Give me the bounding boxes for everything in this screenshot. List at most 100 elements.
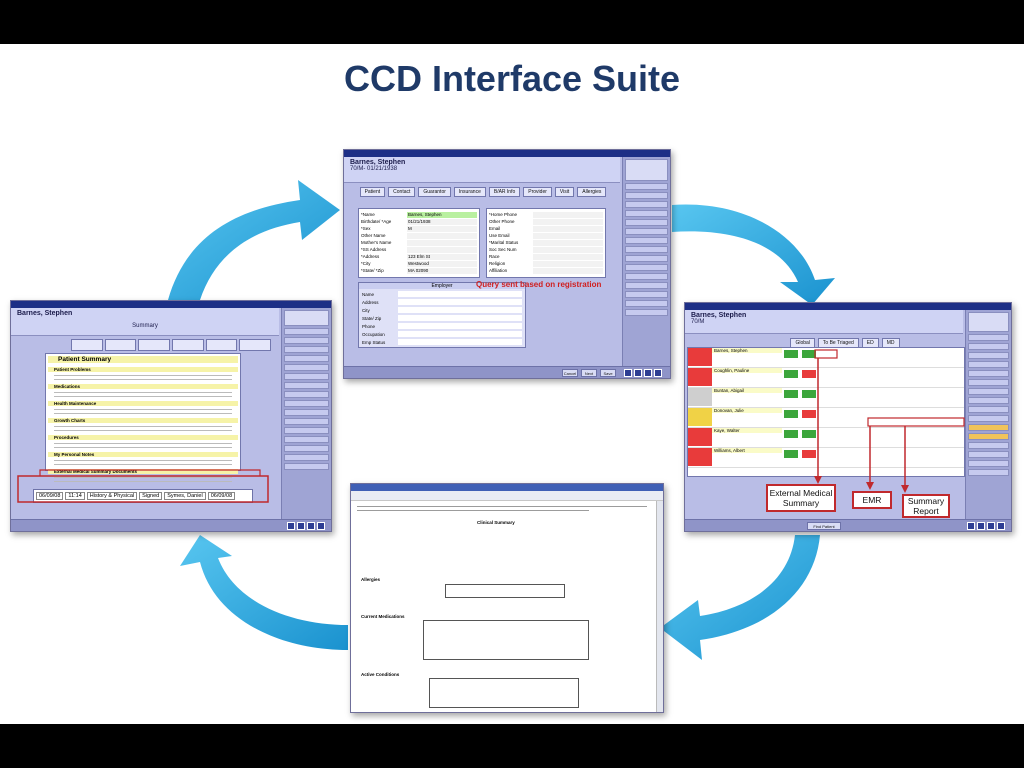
nav-square-icon[interactable] xyxy=(297,522,305,530)
folder-icon[interactable] xyxy=(284,310,329,326)
document-scrollbar[interactable] xyxy=(656,501,663,712)
nav-square-icon[interactable] xyxy=(644,369,652,377)
summary-section[interactable]: Growth Charts xyxy=(48,418,238,423)
tracking-row[interactable]: Williams, Albert xyxy=(688,448,964,468)
nav-square-icon[interactable] xyxy=(967,522,975,530)
side-nav-item[interactable] xyxy=(625,282,668,289)
side-nav-item[interactable] xyxy=(625,228,668,235)
summary-section[interactable]: Procedures xyxy=(48,435,238,440)
find-patient-button[interactable]: Find Patient xyxy=(807,522,841,530)
side-nav-item[interactable] xyxy=(968,469,1009,476)
tracking-row[interactable]: Coughlin, Pauline xyxy=(688,368,964,388)
form-value[interactable] xyxy=(533,239,603,246)
tracking-row[interactable]: Kaye, Walter xyxy=(688,428,964,448)
side-nav-item[interactable] xyxy=(284,400,329,407)
summary-tab[interactable] xyxy=(71,339,103,351)
side-nav-item[interactable] xyxy=(968,388,1009,395)
summary-section[interactable]: External Medical Summary Documents xyxy=(48,469,238,474)
form-value[interactable]: Barnes, Stephen xyxy=(407,211,477,218)
tab-visit[interactable]: Visit xyxy=(554,187,575,197)
side-nav-item[interactable] xyxy=(968,370,1009,377)
side-nav-item[interactable] xyxy=(968,451,1009,458)
side-nav-item[interactable] xyxy=(284,391,329,398)
side-nav-item[interactable] xyxy=(625,183,668,190)
tab-barinfo[interactable]: B/AR Info xyxy=(488,187,521,197)
side-nav-item[interactable] xyxy=(284,454,329,461)
employer-value[interactable] xyxy=(398,323,522,329)
summary-tab[interactable] xyxy=(172,339,204,351)
employer-value[interactable] xyxy=(398,315,522,321)
side-nav-item[interactable] xyxy=(625,273,668,280)
side-nav-item[interactable] xyxy=(284,463,329,470)
form-value[interactable]: 123 Elm St xyxy=(407,253,477,260)
nav-square-icon[interactable] xyxy=(317,522,325,530)
form-value[interactable]: 01/21/1938 xyxy=(407,218,477,225)
nav-square-icon[interactable] xyxy=(997,522,1005,530)
summary-tab[interactable] xyxy=(138,339,171,351)
side-nav-item[interactable] xyxy=(284,337,329,344)
side-nav-item[interactable] xyxy=(968,379,1009,386)
form-value[interactable] xyxy=(533,225,603,232)
side-nav-item[interactable] xyxy=(968,334,1009,341)
side-nav-item[interactable] xyxy=(968,397,1009,404)
form-value[interactable] xyxy=(407,239,477,246)
summary-section[interactable]: Health Maintenance xyxy=(48,401,238,406)
tab-patient[interactable]: Patient xyxy=(359,187,386,197)
side-nav-item[interactable] xyxy=(284,445,329,452)
side-nav-item[interactable] xyxy=(625,255,668,262)
side-nav-item[interactable] xyxy=(968,406,1009,413)
employer-value[interactable] xyxy=(398,331,522,337)
side-nav-item[interactable] xyxy=(968,415,1009,422)
summary-section[interactable]: Patient Problems xyxy=(48,367,238,372)
tracking-icon[interactable] xyxy=(625,159,668,181)
side-nav-item[interactable] xyxy=(284,364,329,371)
side-nav-item[interactable] xyxy=(968,442,1009,449)
tracking-row[interactable]: Barnes, Stephen xyxy=(688,348,964,368)
summary-tab[interactable] xyxy=(104,339,137,351)
side-nav-item[interactable] xyxy=(625,300,668,307)
side-nav-item[interactable] xyxy=(968,460,1009,467)
home-icon[interactable] xyxy=(968,312,1009,332)
form-value[interactable] xyxy=(533,260,603,267)
nav-square-icon[interactable] xyxy=(307,522,315,530)
side-nav-item[interactable] xyxy=(284,373,329,380)
side-nav-item[interactable] xyxy=(284,409,329,416)
form-value[interactable] xyxy=(533,211,603,218)
tracking-row[interactable]: Donovan, Julie xyxy=(688,408,964,428)
employer-value[interactable] xyxy=(398,339,522,345)
side-nav-item[interactable] xyxy=(625,201,668,208)
side-nav-item[interactable] xyxy=(968,352,1009,359)
nav-square-icon[interactable] xyxy=(977,522,985,530)
nav-square-icon[interactable] xyxy=(624,369,632,377)
tab-insurance[interactable]: Insurance xyxy=(453,187,486,197)
nav-square-icon[interactable] xyxy=(654,369,662,377)
form-value[interactable]: MA 02090 xyxy=(407,267,477,274)
side-nav-item[interactable] xyxy=(284,436,329,443)
side-nav-item[interactable] xyxy=(625,264,668,271)
cancel-button[interactable]: Cancel xyxy=(562,369,578,377)
employer-value[interactable] xyxy=(398,307,522,313)
side-nav-item[interactable] xyxy=(625,309,668,316)
summary-section[interactable]: Medications xyxy=(48,384,238,389)
next-button[interactable]: Next xyxy=(581,369,597,377)
side-nav-item[interactable] xyxy=(284,382,329,389)
side-nav-item[interactable] xyxy=(625,237,668,244)
side-nav-item[interactable] xyxy=(625,246,668,253)
form-value[interactable] xyxy=(533,253,603,260)
tracking-row[interactable]: Buntan, Abigail xyxy=(688,388,964,408)
summary-section[interactable]: My Personal Notes xyxy=(48,452,238,457)
nav-square-icon[interactable] xyxy=(634,369,642,377)
form-value[interactable]: M xyxy=(407,225,477,232)
form-value[interactable] xyxy=(533,218,603,225)
side-nav-item[interactable] xyxy=(625,210,668,217)
form-value[interactable] xyxy=(533,246,603,253)
side-nav-item[interactable] xyxy=(968,361,1009,368)
side-nav-item[interactable] xyxy=(625,291,668,298)
side-nav-item[interactable] xyxy=(284,328,329,335)
side-nav-item[interactable] xyxy=(284,418,329,425)
employer-value[interactable] xyxy=(398,291,522,297)
employer-value[interactable] xyxy=(398,299,522,305)
side-nav-item[interactable] xyxy=(284,427,329,434)
side-nav-item[interactable] xyxy=(968,343,1009,350)
